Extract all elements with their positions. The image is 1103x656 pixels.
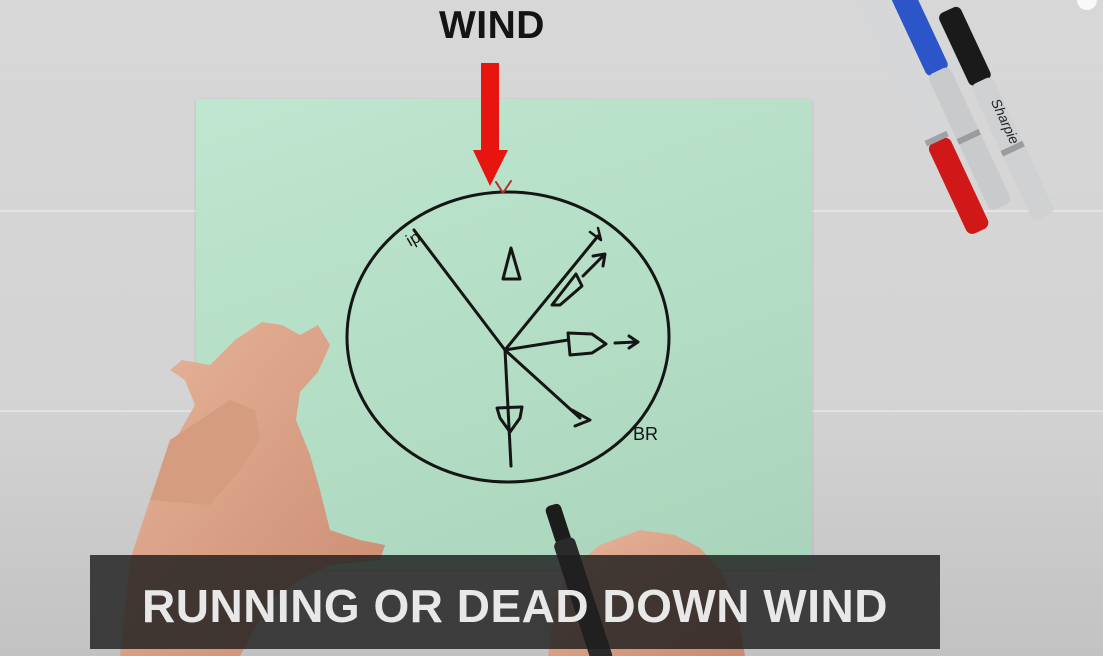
line-to-bottom-right xyxy=(503,348,582,420)
player-control-dot[interactable] xyxy=(1077,0,1097,10)
bottom-right-mark: BR xyxy=(633,424,658,444)
beam-reach-boat-icon xyxy=(566,331,608,357)
close-hauled-boat-icon xyxy=(550,272,584,307)
caption-bar: RUNNING OR DEAD DOWN WIND xyxy=(90,555,940,649)
caption-text: RUNNING OR DEAD DOWN WIND xyxy=(142,580,888,632)
line-to-right xyxy=(503,338,570,352)
beam-reach-arrowhead xyxy=(627,334,640,350)
wind-arrow-shaft xyxy=(481,63,499,153)
top-tick-mark xyxy=(495,180,512,194)
beam-reach-arrow xyxy=(613,340,639,345)
red-marker xyxy=(858,0,989,234)
line-to-top-right xyxy=(503,234,600,352)
boat-in-irons-icon xyxy=(501,246,522,281)
close-hauled-arrowhead xyxy=(591,252,607,268)
line-to-top-left xyxy=(412,228,507,352)
wind-circle xyxy=(345,190,671,484)
wind-arrow-head xyxy=(473,150,508,186)
broad-reach-arrowhead xyxy=(570,408,592,428)
close-hauled-arrow xyxy=(581,253,606,278)
wind-heading: WIND xyxy=(439,4,545,47)
blue-marker xyxy=(891,0,1011,210)
running-boat-icon xyxy=(495,405,524,434)
top-right-tick xyxy=(588,226,603,242)
